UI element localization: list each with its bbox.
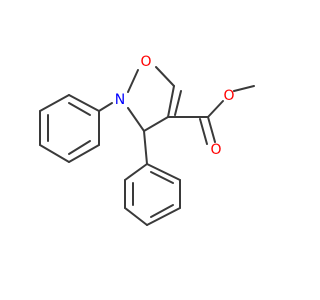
atom-o-ring: O [140,54,151,70]
bond-c5-c4-a [167,85,175,118]
bond-c3-phenyl [143,130,148,165]
bond-carbonyl-a [207,116,216,143]
atom-o-carbonyl: O [210,142,221,158]
bond-c4-c3 [143,116,169,132]
bond-carbonyl-b [199,118,208,145]
bond-oester-methyl [233,85,255,92]
bond-o1-c5 [155,66,175,87]
phenyl-ring-n [39,94,100,163]
bond-n2-o1 [127,69,139,93]
atom-n: N [115,92,125,108]
atom-o-ester: O [223,88,234,104]
bond-c3-n2 [127,107,145,132]
bond-c5-c4-b [174,90,182,116]
bond-carbonyl-o-ester [207,100,224,118]
molecule-canvas: O N O O [39,54,255,226]
structure-diagram: O N O O [39,54,255,226]
phenyl-ring-c3 [124,163,181,226]
bond-n-phenyl [98,102,113,112]
